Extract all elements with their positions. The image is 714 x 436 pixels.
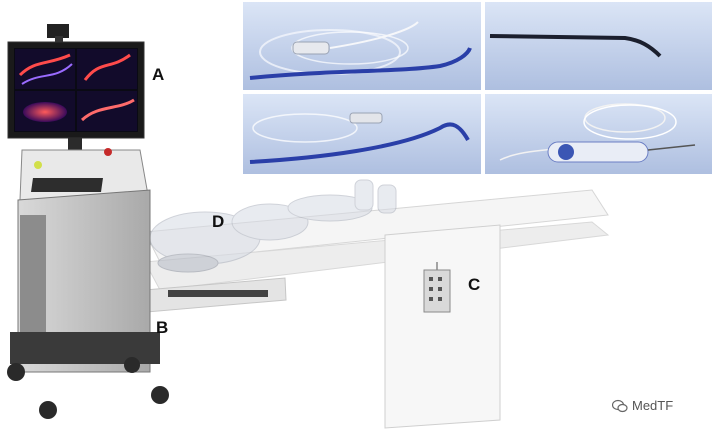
label-b: B [156,318,169,337]
catheter-coil-photo [243,2,481,90]
table-pedestal [384,224,501,429]
label-d: D [212,212,225,231]
label-c: C [468,275,481,294]
bent-wire-photo [485,2,712,90]
wechat-icon [612,399,628,412]
curved-catheter-photo [243,94,481,174]
watermark-text: MedTF [632,398,674,413]
label-a: A [152,65,165,84]
workstation-cart [7,24,169,419]
watermark: MedTF [612,398,673,413]
centerline-sensor-photo [485,94,712,174]
